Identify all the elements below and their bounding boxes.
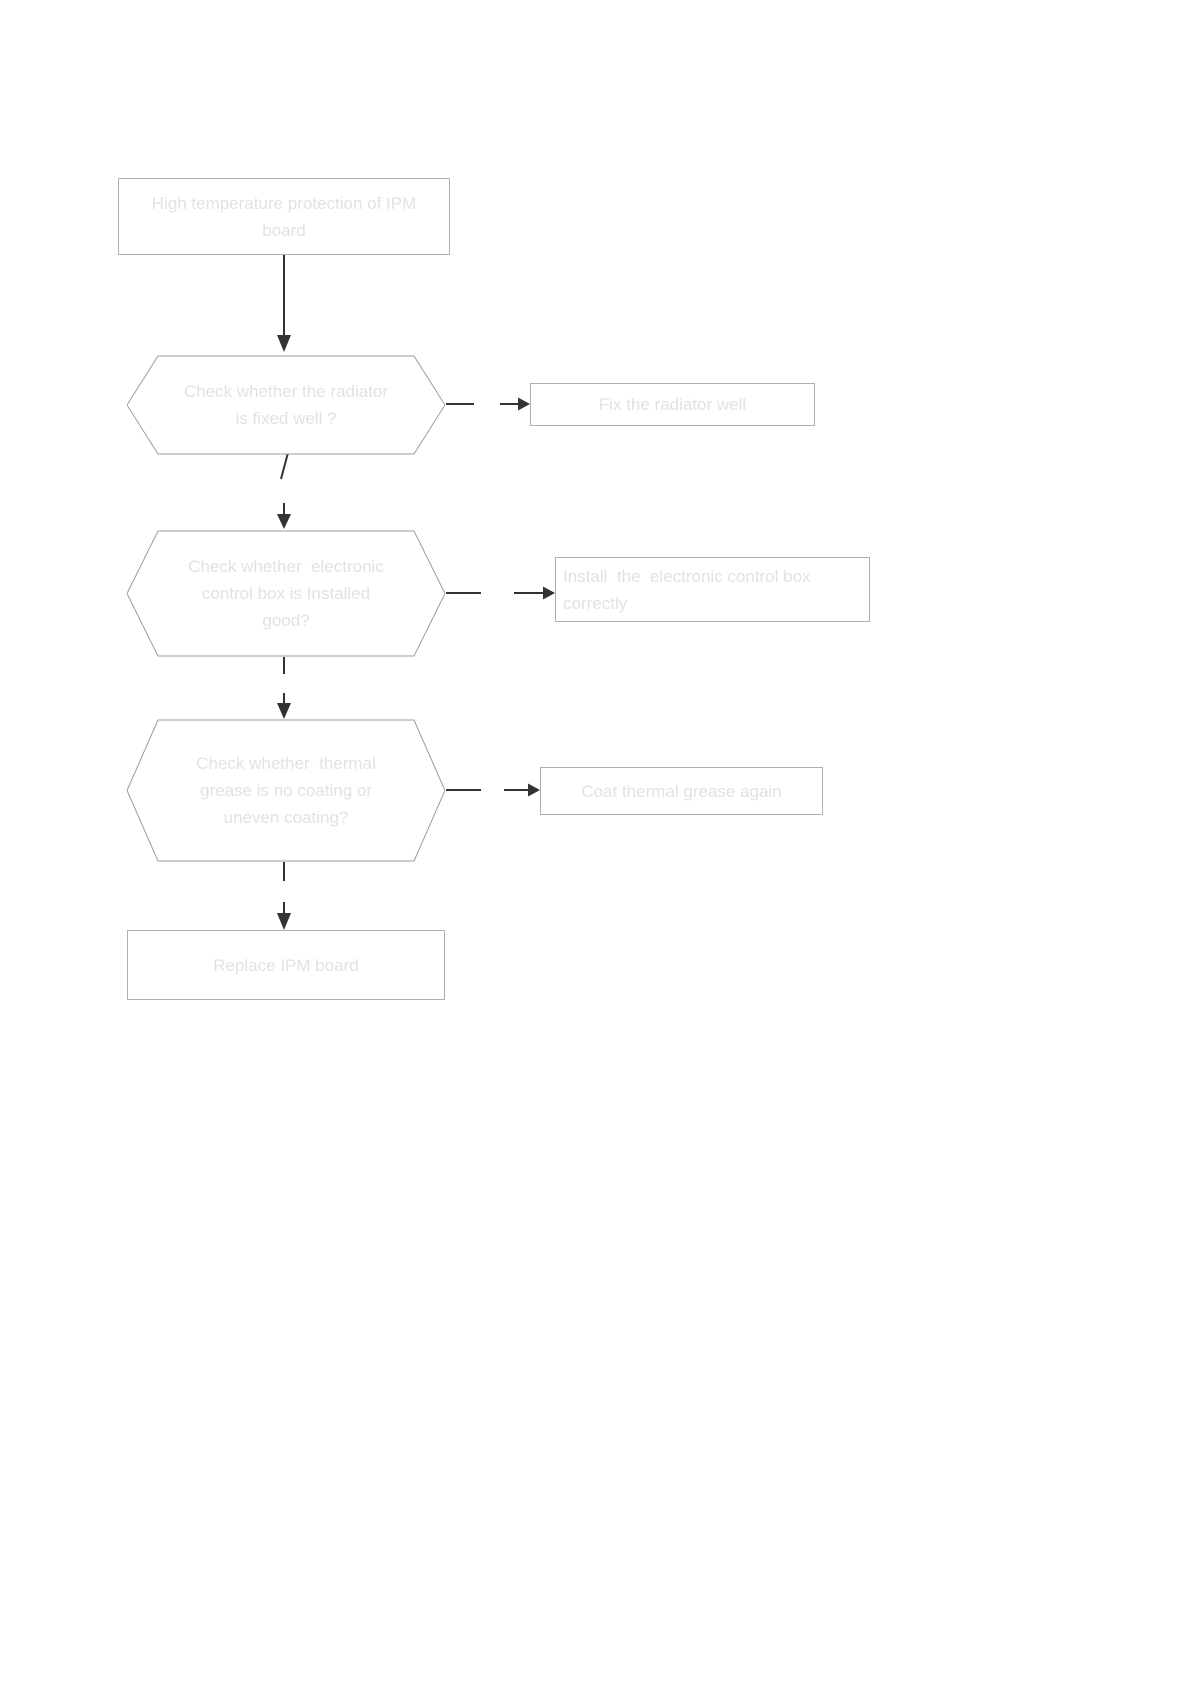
node-text-line: board bbox=[262, 220, 306, 240]
arrow-to-coat-grease bbox=[504, 783, 540, 797]
node-text-line: uneven coating? bbox=[223, 808, 349, 827]
decision-control-box-installed: Check whether electronic control box is … bbox=[127, 530, 445, 657]
node-text-line: Replace IPM board bbox=[213, 955, 359, 975]
node-text-line: control box is Installed bbox=[201, 584, 371, 603]
decision-thermal-grease-coating: Check whether thermal grease is no coati… bbox=[127, 719, 445, 862]
action-coat-thermal-grease: Coat thermal grease again bbox=[540, 767, 823, 815]
right-arrow-icon bbox=[543, 586, 555, 600]
node-text-line: grease is no coating or bbox=[200, 781, 372, 800]
arrow-start-to-radiator-check bbox=[277, 255, 291, 352]
action-install-control-box: Install the electronic control box corre… bbox=[555, 557, 870, 622]
node-text-line: good? bbox=[262, 611, 310, 630]
arrow-to-fix-radiator bbox=[500, 397, 530, 411]
down-arrow-icon bbox=[277, 514, 291, 529]
action-fix-radiator: Fix the radiator well bbox=[530, 383, 815, 426]
node-text-line: Fix the radiator well bbox=[598, 395, 747, 414]
node-text-line: Check whether the radiator bbox=[183, 382, 389, 401]
start-node-high-temp-protection: High temperature protection of IPM board bbox=[118, 178, 450, 255]
hexagon-shape bbox=[127, 530, 445, 657]
down-arrow-icon bbox=[277, 913, 291, 930]
node-text-line: Check whether electronic bbox=[188, 557, 384, 576]
hexagon-shape bbox=[127, 719, 445, 862]
end-node-replace-ipm-board: Replace IPM board bbox=[127, 930, 445, 1000]
hexagon-shape bbox=[127, 355, 445, 455]
right-arrow-icon bbox=[528, 783, 540, 797]
decision-radiator-fixed: Check whether the radiator is fixed well… bbox=[127, 355, 445, 455]
node-text-line: is fixed well ? bbox=[235, 409, 337, 428]
node-text-line: Coat thermal grease again bbox=[581, 781, 782, 801]
node-text-line: Install the electronic control box bbox=[563, 566, 811, 586]
node-text-line: High temperature protection of IPM bbox=[151, 193, 417, 213]
node-text-line: correctly bbox=[563, 593, 628, 613]
down-arrow-icon bbox=[277, 335, 291, 352]
node-text-line: Check whether thermal bbox=[196, 754, 376, 773]
right-arrow-icon bbox=[518, 397, 530, 411]
arrow-to-replace-ipm bbox=[277, 902, 291, 930]
arrow-to-control-box-check bbox=[277, 503, 291, 529]
arrow-to-thermal-grease-check bbox=[277, 693, 291, 719]
arrow-to-install-control-box bbox=[514, 586, 555, 600]
down-arrow-icon bbox=[277, 703, 291, 719]
